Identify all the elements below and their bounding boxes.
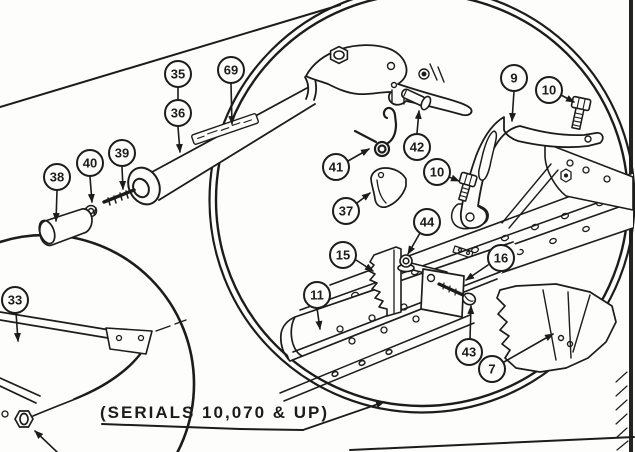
svg-text:44: 44 — [420, 215, 435, 230]
callout-16: 16 — [487, 244, 515, 272]
callout-40: 40 — [76, 149, 104, 177]
part-pivot-nut — [397, 254, 415, 273]
part-torn-panel — [496, 283, 617, 373]
svg-text:11: 11 — [310, 288, 324, 303]
part-control-tube — [151, 73, 318, 201]
adjacent-figure-line — [0, 4, 341, 108]
part-cam-latch — [370, 167, 407, 209]
svg-text:41: 41 — [329, 160, 343, 175]
svg-text:16: 16 — [494, 251, 508, 266]
callout-10-right: 10 — [535, 76, 563, 104]
svg-text:9: 9 — [510, 71, 517, 86]
rail-upper-panel — [501, 142, 634, 229]
svg-text:43: 43 — [462, 345, 476, 360]
callout-36: 36 — [164, 99, 192, 127]
callout-39: 39 — [108, 139, 136, 167]
part-threaded-rod — [102, 188, 136, 206]
part-hex-bolt-upper — [570, 95, 592, 131]
callout-balloons: 35 36 69 38 40 39 41 42 9 10 10 37 44 15… — [1, 56, 563, 383]
callout-69: 69 — [217, 56, 245, 84]
callout-15: 15 — [329, 241, 357, 269]
callout-41: 41 — [322, 153, 350, 181]
svg-text:7: 7 — [488, 362, 495, 377]
callout-44: 44 — [413, 208, 441, 236]
secondary-frame-detail — [0, 311, 187, 452]
part-knob — [14, 410, 34, 428]
svg-text:10: 10 — [542, 83, 556, 98]
lower-frame-strip — [279, 314, 475, 402]
part-grip-cap — [38, 208, 93, 247]
caption-leader-arrow — [302, 401, 385, 431]
part-torsion-spring — [353, 106, 398, 158]
panel-nut-detail — [560, 168, 572, 183]
part-flat-plate — [420, 268, 465, 318]
caption-text: (SERIALS 10,070 & UP) — [100, 403, 329, 422]
callout-11: 11 — [303, 281, 331, 309]
part-clevis-pin — [400, 88, 432, 111]
svg-text:36: 36 — [171, 106, 185, 121]
lower-pointer-line — [349, 436, 635, 451]
svg-text:69: 69 — [224, 63, 238, 78]
part-lever-head — [305, 44, 473, 117]
svg-text:15: 15 — [336, 248, 350, 263]
callout-10-mid: 10 — [423, 158, 451, 186]
part-carriage-bolt — [437, 282, 477, 306]
callout-7: 7 — [478, 355, 506, 383]
callout-37: 37 — [332, 197, 360, 225]
caption-group: (SERIALS 10,070 & UP) — [100, 401, 635, 451]
part-hex-bolt-mid — [458, 171, 478, 202]
svg-text:37: 37 — [339, 204, 353, 219]
callout-43: 43 — [455, 338, 483, 366]
svg-text:35: 35 — [171, 67, 185, 82]
decal — [191, 113, 259, 145]
callout-9: 9 — [500, 64, 528, 92]
head-hex-nut — [329, 45, 349, 65]
callout-38: 38 — [43, 163, 71, 191]
svg-text:39: 39 — [115, 146, 129, 161]
offscreen-leader-arrow — [34, 430, 58, 452]
callout-35: 35 — [164, 60, 192, 88]
leader-lines — [13, 83, 575, 363]
svg-text:10: 10 — [430, 165, 444, 180]
callout-42: 42 — [403, 133, 431, 161]
svg-text:40: 40 — [83, 156, 97, 171]
svg-text:42: 42 — [410, 140, 424, 155]
svg-text:38: 38 — [50, 170, 64, 185]
callout-33: 33 — [1, 286, 29, 314]
svg-text:33: 33 — [8, 293, 22, 308]
